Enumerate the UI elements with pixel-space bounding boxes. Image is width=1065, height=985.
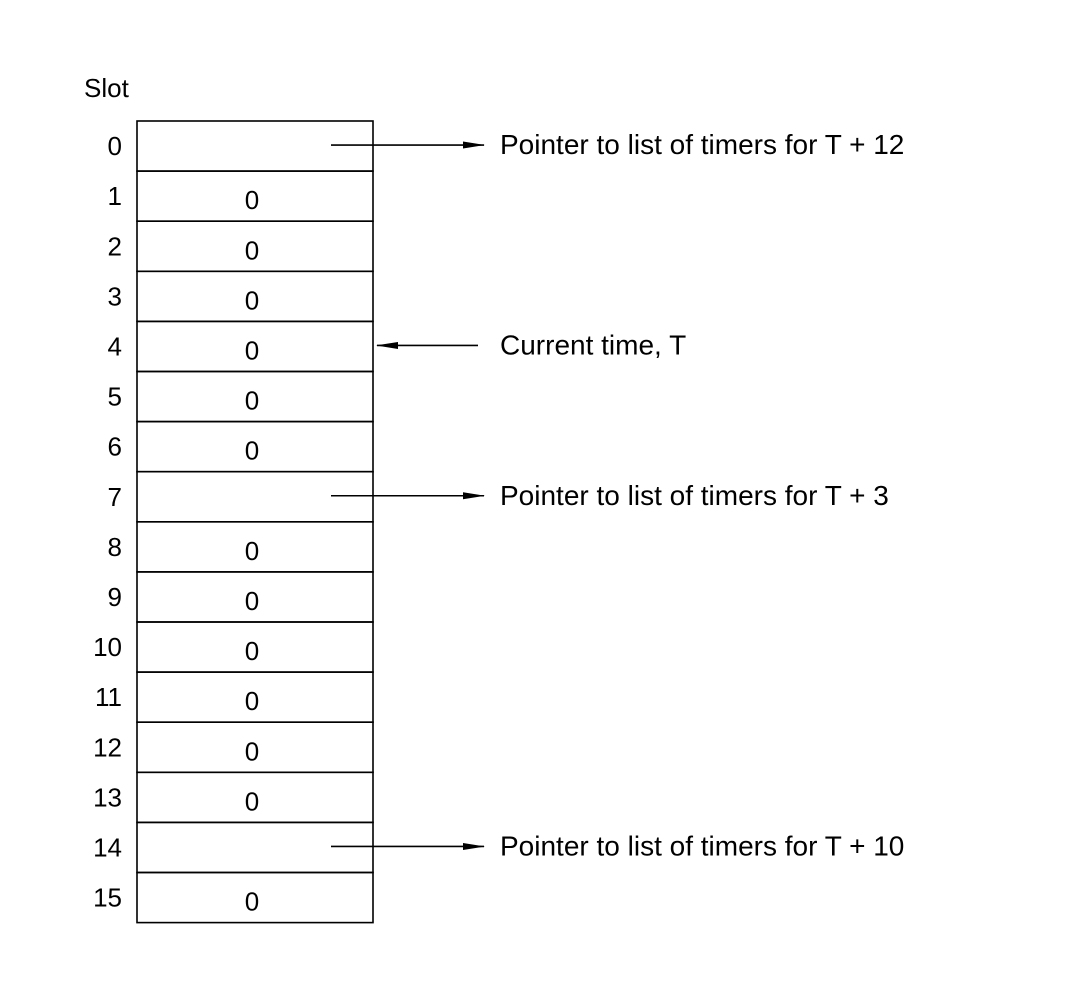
slot-value: 0	[245, 887, 259, 917]
slot-index: 7	[108, 482, 122, 512]
slot-cell	[136, 120, 374, 172]
slot-cell	[136, 821, 374, 874]
slot-index: 6	[108, 432, 122, 462]
slot-index: 3	[108, 281, 122, 311]
slot-value: 0	[245, 636, 259, 666]
slot-index: 9	[108, 582, 122, 612]
slot-index: 1	[108, 181, 122, 211]
current-time-label: Current time, T	[500, 329, 686, 360]
pointer-label: Pointer to list of timers for T + 10	[500, 830, 904, 861]
slot-index: 12	[93, 732, 122, 762]
slot-value: 0	[245, 686, 259, 716]
slot-index: 0	[108, 131, 122, 161]
slot-index: 2	[108, 231, 122, 261]
slot-value: 0	[245, 536, 259, 566]
slot-index: 4	[108, 331, 122, 361]
slot-index: 10	[93, 632, 122, 662]
pointer-label: Pointer to list of timers for T + 12	[500, 129, 904, 160]
slot-index: 14	[93, 832, 122, 862]
slot-cell	[136, 871, 374, 924]
slot-value: 0	[245, 436, 259, 466]
slot-index: 15	[93, 883, 122, 913]
slot-value: 0	[245, 386, 259, 416]
slot-header: Slot	[84, 73, 130, 103]
slot-value: 0	[245, 285, 259, 315]
slot-value: 0	[245, 185, 259, 215]
slot-cell	[136, 470, 374, 523]
slot-value: 0	[245, 335, 259, 365]
slot-value: 0	[245, 786, 259, 816]
pointer-label: Pointer to list of timers for T + 3	[500, 480, 889, 511]
slot-index: 11	[95, 682, 122, 712]
slot-annotations: Pointer to list of timers for T + 12 Curr…	[331, 129, 904, 861]
slot-value: 0	[245, 736, 259, 766]
slot-value: 0	[245, 235, 259, 265]
slot-value: 0	[245, 586, 259, 616]
slot-index: 5	[108, 382, 122, 412]
slot-index: 8	[108, 532, 122, 562]
slot-index: 13	[93, 782, 122, 812]
